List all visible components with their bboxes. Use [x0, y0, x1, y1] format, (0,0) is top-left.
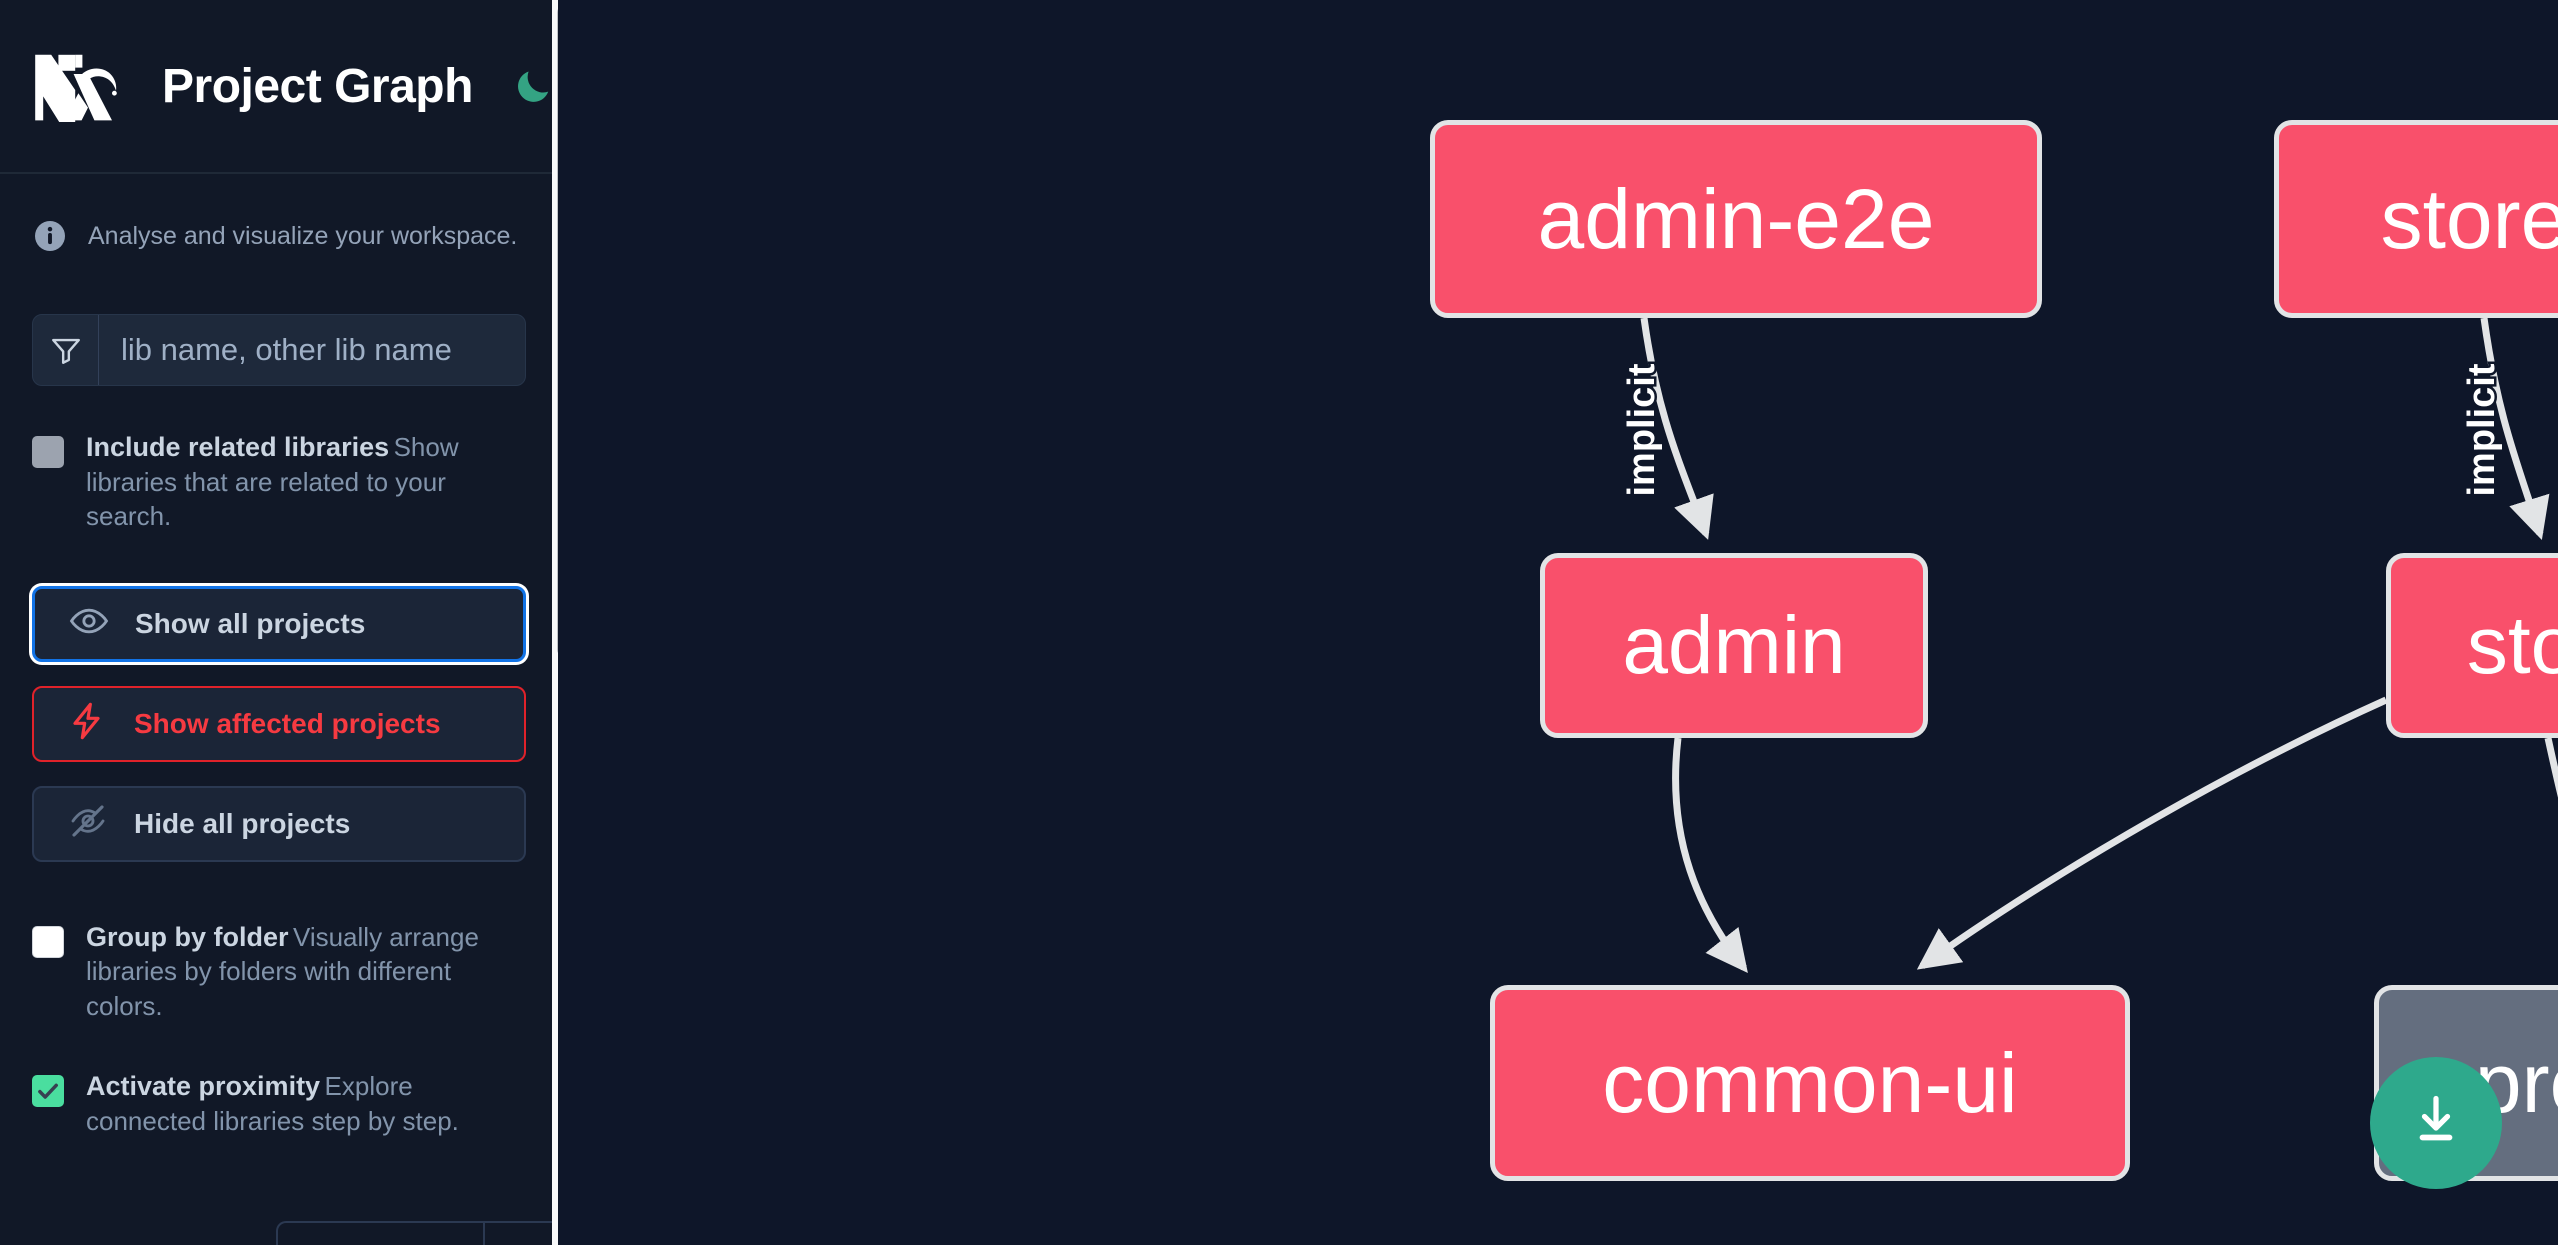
- graph-node-admin[interactable]: admin: [1540, 553, 1928, 738]
- edge-admin-to-common-ui: [1672, 737, 1748, 973]
- sidebar-scrollbar-thumb[interactable]: [557, 6, 558, 656]
- option-description: Visually arrange libraries by folders wi…: [86, 921, 479, 1021]
- workspace-note-text: Analyse and visualize your workspace.: [88, 222, 518, 250]
- graph-node-store[interactable]: store: [2386, 553, 2558, 738]
- option-include-related-libraries[interactable]: Include related libraries Show libraries…: [0, 430, 558, 534]
- edge-label-implicit-admin: implicit: [1621, 363, 1663, 496]
- page-title: Project Graph: [162, 59, 473, 113]
- check-icon: [38, 1084, 58, 1100]
- option-group-by-folder[interactable]: Group by folder Visually arrange librari…: [0, 920, 558, 1024]
- funnel-filter-icon: [33, 315, 99, 385]
- project-graph-canvas[interactable]: implicit implicit admin-e2e store-e2e ad…: [558, 0, 2558, 1245]
- group-by-folder-checkbox[interactable]: [32, 925, 64, 958]
- eye-off-icon: [68, 801, 108, 846]
- graph-node-store-e2e[interactable]: store-e2e: [2274, 120, 2558, 318]
- graph-edges: implicit implicit: [1619, 317, 2558, 973]
- eye-icon: [69, 601, 109, 646]
- show-all-projects-label: Show all projects: [135, 607, 366, 639]
- nx-logo-icon: [32, 50, 128, 122]
- edge-store-to-products: [2544, 737, 2558, 798]
- sidebar: Project Graph Analyse and visualize your…: [0, 0, 558, 1245]
- option-label: Group by folder: [86, 921, 289, 952]
- edge-admin-e2e-to-admin: [1640, 317, 1714, 540]
- option-description: Explore connected libraries step by step…: [86, 1071, 459, 1137]
- moon-icon[interactable]: [511, 62, 555, 110]
- search-input[interactable]: [99, 315, 525, 385]
- download-icon: [2406, 1091, 2466, 1156]
- hide-all-projects-button[interactable]: Hide all projects: [32, 785, 526, 862]
- segment-2[interactable]: [485, 1223, 558, 1245]
- text-filter-segmented-control[interactable]: [276, 1221, 558, 1245]
- graph-node-common-ui[interactable]: common-ui: [1490, 985, 2130, 1181]
- option-activate-proximity[interactable]: Activate proximity Explore connected lib…: [0, 1069, 558, 1138]
- show-affected-projects-label: Show affected projects: [134, 707, 441, 739]
- sidebar-scrollbar[interactable]: [552, 0, 558, 1245]
- download-graph-button[interactable]: [2370, 1057, 2502, 1189]
- option-label: Activate proximity: [86, 1071, 321, 1102]
- hide-all-projects-label: Hide all projects: [134, 807, 351, 839]
- sidebar-header: Project Graph: [0, 0, 558, 174]
- edge-label-implicit-store: implicit: [2461, 363, 2503, 496]
- edge-store-to-common-ui: [1916, 696, 2388, 970]
- node-label: admin-e2e: [1537, 172, 1935, 266]
- show-all-projects-button[interactable]: Show all projects: [32, 585, 526, 662]
- lightning-bolt-icon: [68, 701, 108, 746]
- option-description: Show libraries that are related to your …: [86, 432, 459, 532]
- option-label: Include related libraries: [86, 432, 390, 462]
- node-label: admin: [1622, 599, 1846, 691]
- info-icon: [32, 218, 68, 254]
- edge-store-e2e-to-store: [2480, 317, 2550, 541]
- node-label: store: [2466, 599, 2558, 691]
- node-label: store-e2e: [2380, 172, 2558, 266]
- show-affected-projects-button[interactable]: Show affected projects: [32, 685, 526, 762]
- include-related-libraries-checkbox[interactable]: [32, 436, 64, 468]
- search-filter[interactable]: [32, 314, 526, 386]
- activate-proximity-checkbox[interactable]: [32, 1075, 64, 1108]
- visibility-button-group: Show all projects Show affected projects: [32, 585, 526, 862]
- node-label: common-ui: [1602, 1036, 2018, 1130]
- workspace-note: Analyse and visualize your workspace.: [0, 174, 558, 254]
- graph-node-admin-e2e[interactable]: admin-e2e: [1430, 120, 2042, 318]
- segment-1[interactable]: [278, 1223, 486, 1245]
